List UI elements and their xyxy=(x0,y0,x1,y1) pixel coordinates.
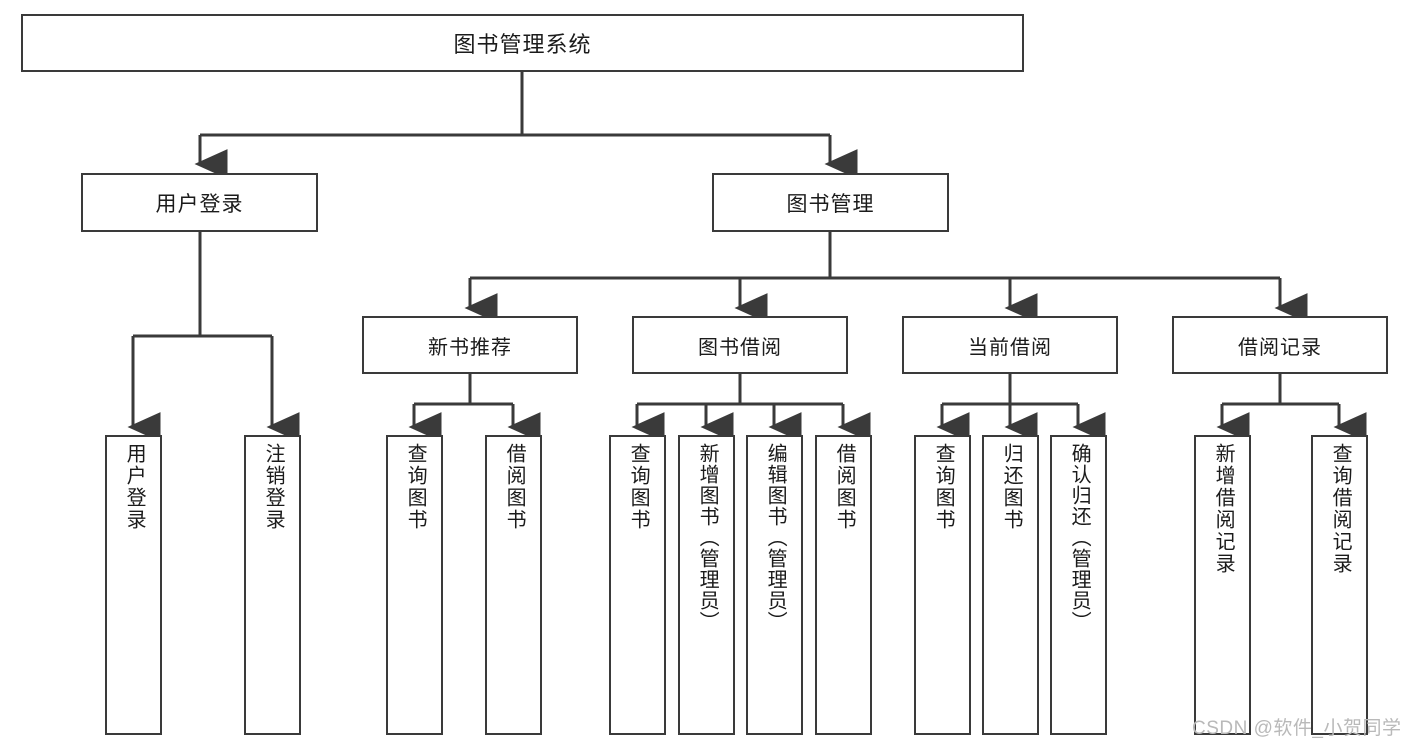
watermark: CSDN @软件_小贺同学 xyxy=(1192,718,1402,739)
leaf-query-book-borrow[interactable]: 查询图书 xyxy=(609,435,666,735)
leaf-query-borrow-record[interactable]: 查询借阅记录 xyxy=(1311,435,1368,735)
node-new-book-recommend[interactable]: 新书推荐 xyxy=(362,316,578,374)
leaf-borrow-book[interactable]: 借阅图书 xyxy=(815,435,872,735)
leaf-confirm-return-admin[interactable]: 确认归还（管理员） xyxy=(1050,435,1107,735)
node-book-management-label: 图书管理 xyxy=(786,192,875,216)
node-current-borrow[interactable]: 当前借阅 xyxy=(902,316,1118,374)
node-book-management[interactable]: 图书管理 xyxy=(712,173,949,232)
leaf-query-book-borrow-label: 查询图书 xyxy=(627,443,650,531)
node-borrow-record-label: 借阅记录 xyxy=(1238,336,1322,359)
leaf-query-book-current[interactable]: 查询图书 xyxy=(914,435,971,735)
node-new-book-recommend-label: 新书推荐 xyxy=(428,336,512,359)
node-root[interactable]: 图书管理系统 xyxy=(21,14,1024,72)
leaf-add-borrow-record[interactable]: 新增借阅记录 xyxy=(1194,435,1251,735)
node-current-borrow-label: 当前借阅 xyxy=(968,336,1052,359)
leaf-add-book-admin-label: 新增图书（管理员） xyxy=(696,443,719,632)
leaf-add-borrow-record-label: 新增借阅记录 xyxy=(1212,443,1235,575)
leaf-confirm-return-admin-label: 确认归还（管理员） xyxy=(1068,443,1091,632)
leaf-edit-book-admin-label: 编辑图书（管理员） xyxy=(764,443,787,632)
node-user-login[interactable]: 用户登录 xyxy=(81,173,318,232)
node-borrow-record[interactable]: 借阅记录 xyxy=(1172,316,1388,374)
leaf-return-book-label: 归还图书 xyxy=(1000,443,1023,531)
leaf-add-book-admin[interactable]: 新增图书（管理员） xyxy=(678,435,735,735)
leaf-return-book[interactable]: 归还图书 xyxy=(982,435,1039,735)
leaf-query-borrow-record-label: 查询借阅记录 xyxy=(1329,443,1352,575)
leaf-logout[interactable]: 注销登录 xyxy=(244,435,301,735)
leaf-borrow-book-label: 借阅图书 xyxy=(833,443,856,531)
node-user-login-label: 用户登录 xyxy=(155,192,244,216)
node-book-borrow-label: 图书借阅 xyxy=(698,336,782,359)
leaf-borrow-book-recommend[interactable]: 借阅图书 xyxy=(485,435,542,735)
leaf-logout-label: 注销登录 xyxy=(262,443,285,531)
leaf-query-book-recommend-label: 查询图书 xyxy=(404,443,427,531)
node-root-label: 图书管理系统 xyxy=(453,32,592,57)
leaf-user-login-label: 用户登录 xyxy=(123,443,146,531)
node-book-borrow[interactable]: 图书借阅 xyxy=(632,316,848,374)
leaf-query-book-recommend[interactable]: 查询图书 xyxy=(386,435,443,735)
leaf-borrow-book-recommend-label: 借阅图书 xyxy=(503,443,526,531)
leaf-edit-book-admin[interactable]: 编辑图书（管理员） xyxy=(746,435,803,735)
leaf-user-login[interactable]: 用户登录 xyxy=(105,435,162,735)
leaf-query-book-current-label: 查询图书 xyxy=(932,443,955,531)
